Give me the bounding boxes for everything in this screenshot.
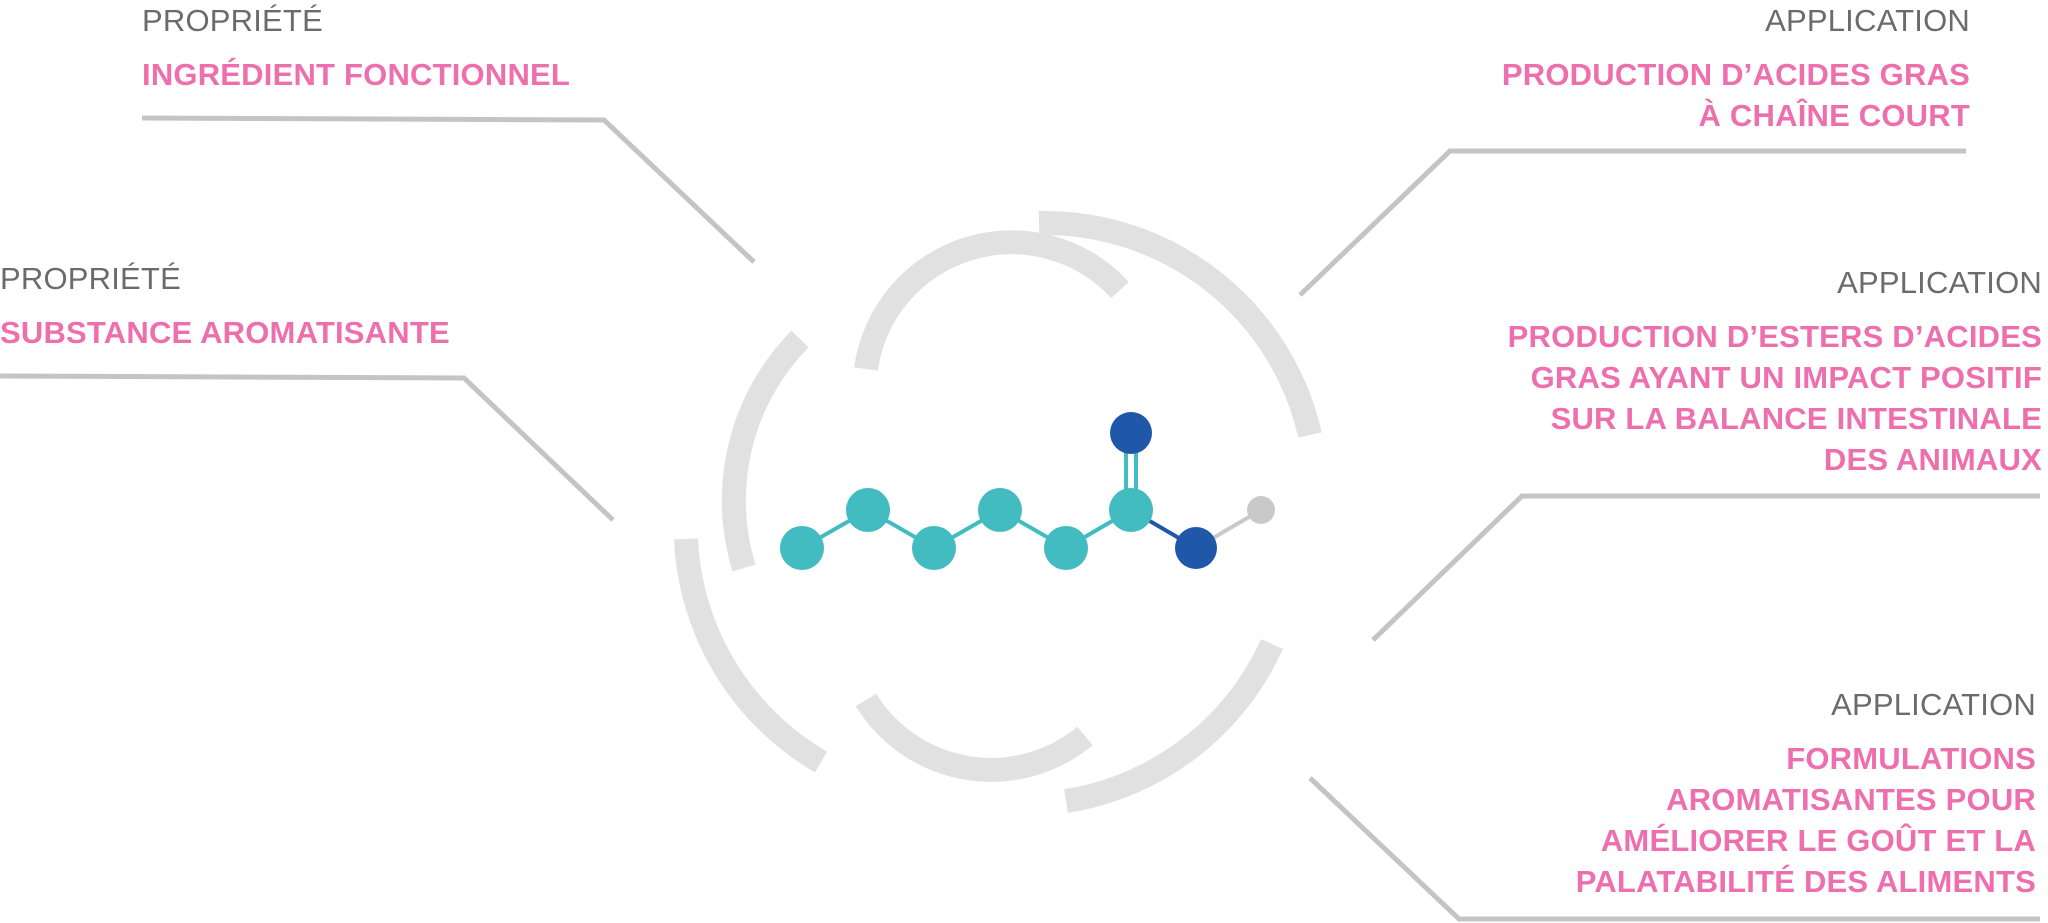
callout-propriete-fonctionnel: PROPRIÉTÉ INGRÉDIENT FONCTIONNEL	[142, 4, 570, 95]
callout-value-line: GRAS AYANT UN IMPACT POSITIF	[1530, 360, 2042, 395]
ring-arc-outer-bottom-right	[1064, 639, 1283, 813]
atom-oxygen-double	[1110, 412, 1152, 454]
callout-value: FORMULATIONS AROMATISANTES POUR AMÉLIORE…	[1576, 738, 2036, 902]
callout-kind: APPLICATION	[1765, 3, 1970, 38]
ring-arc-inner-top	[854, 230, 1129, 371]
callout-value: PRODUCTION D’ESTERS D’ACIDES GRAS AYANT …	[1508, 316, 2042, 480]
atom-oxygen	[1175, 527, 1217, 569]
callout-value-line: AMÉLIORER LE GOÛT ET LA	[1600, 823, 2036, 858]
leader-line-prop-1	[141, 115, 756, 264]
ring-arcs	[674, 210, 1322, 813]
atom-carbon	[912, 526, 956, 570]
atom-carbon	[780, 526, 824, 570]
callout-kind: PROPRIÉTÉ	[142, 3, 323, 38]
callout-value-line: SUBSTANCE AROMATISANTE	[0, 315, 450, 350]
callout-value-line: SUR LA BALANCE INTESTINALE	[1550, 401, 2042, 436]
callout-value: PRODUCTION D’ACIDES GRAS À CHAÎNE COURT	[1502, 54, 1970, 136]
ring-arc-middle-left	[721, 330, 809, 572]
callout-value-line: PRODUCTION D’ACIDES GRAS	[1501, 57, 1970, 92]
callout-application-esters: APPLICATION PRODUCTION D’ESTERS D’ACIDES…	[1508, 266, 2042, 480]
callout-kind: APPLICATION	[1837, 265, 2042, 300]
leader-line-app-1	[1298, 148, 1966, 297]
atom-carbon	[1044, 526, 1088, 570]
atom-hydrogen	[1247, 496, 1275, 524]
ring-arc-outer-top-right	[1038, 210, 1322, 438]
callout-kind: APPLICATION	[1831, 687, 2036, 722]
ring-arc-outer-bottom-left	[674, 538, 828, 773]
callout-value-line: INGRÉDIENT FONCTIONNEL	[142, 57, 571, 92]
callout-value-line: AROMATISANTES POUR	[1666, 782, 2036, 817]
leader-line-prop-2	[0, 373, 615, 522]
ring-arc-inner-bottom	[855, 693, 1093, 782]
callout-value: INGRÉDIENT FONCTIONNEL	[142, 54, 570, 95]
callout-value-line: PRODUCTION D’ESTERS D’ACIDES	[1507, 319, 2042, 354]
leader-lines	[0, 115, 2040, 922]
callout-value-line: PALATABILITÉ DES ALIMENTS	[1575, 864, 2036, 899]
callout-value-line: FORMULATIONS	[1786, 741, 2036, 776]
leader-line-app-2	[1371, 493, 2040, 642]
callout-value-line: DES ANIMAUX	[1823, 442, 2042, 477]
callout-application-formulations: APPLICATION FORMULATIONS AROMATISANTES P…	[1576, 688, 2036, 902]
callout-propriete-aromatisante: PROPRIÉTÉ SUBSTANCE AROMATISANTE	[0, 262, 450, 353]
callout-application-acides-gras: APPLICATION PRODUCTION D’ACIDES GRAS À C…	[1502, 4, 1970, 136]
atom-carbon	[846, 488, 890, 532]
molecule-atoms	[780, 412, 1275, 570]
callout-value-line: À CHAÎNE COURT	[1698, 98, 1970, 133]
atom-carbon	[978, 488, 1022, 532]
leader-line-app-3	[1308, 776, 2040, 922]
atom-carbon	[1109, 488, 1153, 532]
callout-kind: PROPRIÉTÉ	[0, 261, 181, 296]
callout-value: SUBSTANCE AROMATISANTE	[0, 312, 450, 353]
